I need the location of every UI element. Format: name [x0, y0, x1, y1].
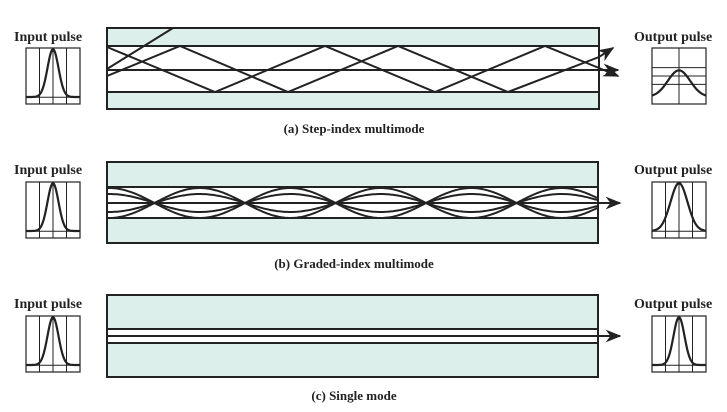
ray-a2 — [106, 44, 615, 94]
ray-a1 — [106, 44, 620, 94]
output-pulse-box-c — [651, 315, 707, 373]
input-pulse-label-b: Input pulse — [14, 163, 83, 178]
caption-step-index: (a) Step-index multimode — [283, 121, 425, 136]
fiber-step-index — [106, 27, 620, 110]
output-pulse-box-a — [651, 47, 707, 105]
caption-graded-index: (b) Graded-index multimode — [274, 256, 434, 271]
input-pulse-label-a: Input pulse — [14, 30, 83, 45]
output-pulse-box-b — [651, 181, 707, 239]
input-pulse-box-b — [25, 181, 81, 239]
pulse-curve — [26, 315, 80, 367]
pulse-curve — [652, 315, 706, 367]
pulse-boxes — [25, 47, 707, 373]
escaping-ray-a — [106, 27, 174, 70]
pulse-curve — [651, 181, 707, 232]
output-pulse-label-c: Output pulse — [634, 297, 713, 312]
output-pulse-label-a: Output pulse — [634, 30, 713, 45]
fiber-graded-index — [106, 161, 622, 244]
pulse-curve — [26, 181, 80, 233]
output-pulse-label-b: Output pulse — [634, 163, 713, 178]
pulse-curve — [651, 69, 707, 97]
input-pulse-box-c — [25, 315, 81, 373]
input-pulse-box-a — [25, 47, 81, 105]
fiber-single-mode — [106, 294, 622, 378]
pulse-curve — [26, 47, 80, 99]
input-pulse-label-c: Input pulse — [14, 297, 83, 312]
caption-single-mode: (c) Single mode — [311, 388, 397, 403]
